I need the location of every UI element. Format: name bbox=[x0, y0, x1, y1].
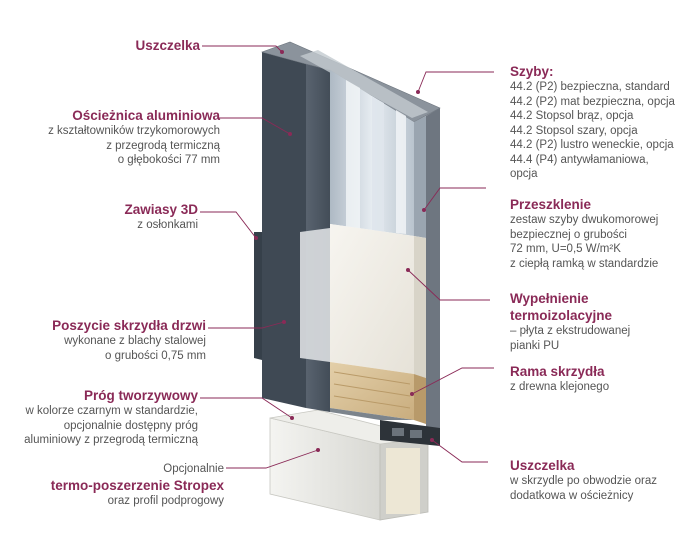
label-desc-line: 44.2 (P2) mat bezpieczna, opcja bbox=[510, 95, 675, 108]
label-desc-line: w skrzydle po obwodzie oraz bbox=[510, 475, 658, 487]
label-desc-line: 44.2 Stopsol szary, opcja bbox=[510, 124, 638, 137]
leader-dots bbox=[254, 50, 434, 452]
label-title: termoizolacyjne bbox=[510, 308, 613, 323]
label-desc-line: aluminiowy z przegrodą termiczną bbox=[24, 434, 198, 446]
label-title: Zawiasy 3D bbox=[124, 202, 198, 217]
label-desc-line: z przegrodą termiczną bbox=[106, 139, 220, 152]
label-rama: Rama skrzydła z drewna klejonego bbox=[510, 363, 609, 395]
label-title: Rama skrzydła bbox=[510, 364, 605, 379]
label-desc-line: dodatkowa w ościeżnicy bbox=[510, 489, 634, 502]
label-desc-line: bezpiecznej o grubości bbox=[510, 228, 627, 241]
label-desc-line: opcja bbox=[510, 168, 538, 180]
label-desc-line: o głębokości 77 mm bbox=[117, 154, 220, 166]
leader-lines bbox=[200, 45, 494, 469]
label-uszczelka-bottom: Uszczelka w skrzydle po obwodzie oraz do… bbox=[510, 457, 657, 503]
label-title: Uszczelka bbox=[135, 38, 200, 53]
label-title: Przeszklenie bbox=[510, 197, 592, 212]
label-desc-line: 44.2 Stopsol brąz, opcja bbox=[510, 110, 634, 122]
bottom-seal-shape bbox=[380, 420, 440, 446]
label-title: Próg tworzywowy bbox=[83, 388, 198, 403]
label-desc-line: 44.2 (P2) lustro weneckie, opcja bbox=[510, 139, 674, 151]
label-title: Wypełnienie bbox=[510, 291, 589, 306]
label-zawiasy: Zawiasy 3D z osłonkami bbox=[124, 201, 198, 233]
label-desc-line: pianki PU bbox=[510, 339, 560, 352]
label-desc-line: 44.4 (P4) antywłamaniowa, bbox=[510, 153, 649, 166]
label-desc-line: opcjonalnie dostępny próg bbox=[63, 419, 198, 432]
label-szyby: Szyby: 44.2 (P2) bezpieczna, standard 44… bbox=[510, 63, 675, 182]
insulation-foam-shape bbox=[300, 224, 426, 378]
frame-profile-shape bbox=[254, 232, 262, 360]
label-title: Szyby: bbox=[510, 64, 554, 79]
label-desc-line: zestaw szyby dwukomorowej bbox=[510, 214, 659, 226]
label-desc-line: oraz profil podprogowy bbox=[107, 494, 224, 507]
label-desc-line: z kształtowników trzykomorowych bbox=[48, 125, 220, 137]
glass-unit-shape bbox=[330, 70, 426, 238]
label-title: Uszczelka bbox=[510, 458, 575, 473]
label-prog: Próg tworzywowy w kolorze czarnym w stan… bbox=[24, 387, 198, 448]
label-przeszklenie: Przeszklenie zestaw szyby dwukomorowej b… bbox=[510, 196, 658, 271]
label-wypelnienie: Wypełnienie termoizolacyjne – płyta z ek… bbox=[510, 290, 630, 353]
label-uszczelka-top: Uszczelka bbox=[135, 37, 200, 54]
label-desc-line: w kolorze czarnym w standardzie, bbox=[25, 405, 198, 417]
label-desc-line: z osłonkami bbox=[137, 219, 198, 231]
label-desc-line: z drewna klejonego bbox=[510, 381, 610, 393]
label-desc-line: wykonane z blachy stalowej bbox=[64, 335, 206, 347]
label-desc-line: 72 mm, U=0,5 W/m²K bbox=[510, 243, 621, 255]
wooden-frame-shape bbox=[330, 362, 426, 424]
label-title: termo-poszerzenie Stropex bbox=[50, 477, 224, 493]
label-termo: Opcjonalnie termo-poszerzenie Stropex or… bbox=[51, 462, 224, 508]
label-desc-line: o grubości 0,75 mm bbox=[105, 349, 206, 362]
label-poszycie: Poszycie skrzydła drzwi wykonane z blach… bbox=[52, 317, 206, 363]
label-oscieznica: Ościeżnica aluminiowa z kształtowników t… bbox=[48, 107, 220, 168]
label-desc-line: – płyta z ekstrudowanej bbox=[510, 325, 631, 337]
label-pre: Opcjonalnie bbox=[163, 463, 224, 475]
label-title: Poszycie skrzydła drzwi bbox=[52, 318, 206, 333]
label-title: Ościeżnica aluminiowa bbox=[72, 108, 220, 123]
label-desc-line: 44.2 (P2) bezpieczna, standard bbox=[510, 81, 670, 93]
label-desc-line: z ciepłą ramką w standardzie bbox=[510, 257, 659, 270]
